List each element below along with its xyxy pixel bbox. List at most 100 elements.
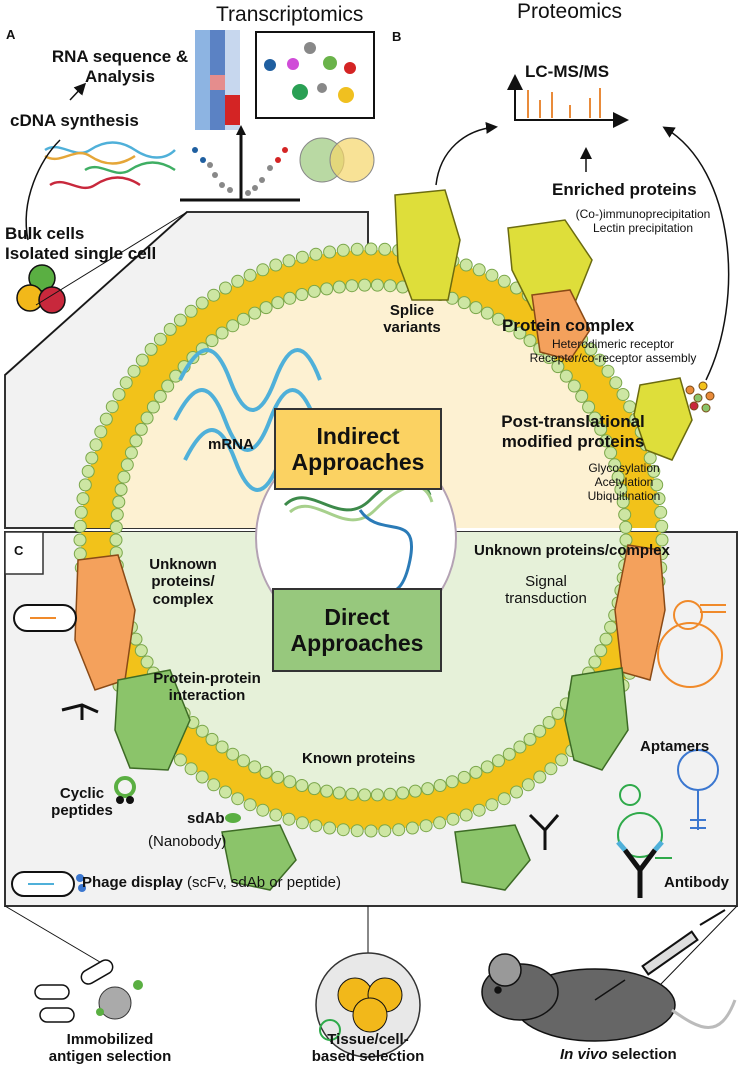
lipid-head: [117, 470, 131, 484]
lipid-head: [78, 478, 92, 492]
acetylation-label: Acetylation: [594, 474, 654, 489]
indirect-approaches-box: Indirect Approaches: [274, 408, 442, 490]
known-protein-right: [564, 667, 629, 771]
lipid-head: [237, 754, 250, 768]
signal-label: Signal transduction: [496, 573, 596, 608]
lipid-head: [226, 319, 240, 333]
lipid-head: [323, 245, 337, 259]
cells-to-cdna-curve: [25, 139, 61, 241]
lipid-head: [364, 242, 378, 256]
lipid-head: [309, 819, 323, 833]
bulk-cells-label: Bulk cells: [5, 224, 85, 243]
lipid-head: [480, 306, 494, 320]
lipid-head: [283, 291, 297, 305]
ppi-label: Protein-protein interaction: [132, 670, 282, 705]
lipid-head: [502, 747, 516, 761]
lipid-head: [358, 788, 372, 802]
lipid-head: [567, 379, 581, 393]
lipid-head: [542, 716, 556, 729]
phage-display-label: Phage display (scFv, sdAb or peptide): [82, 874, 341, 891]
lipid-head: [619, 520, 633, 534]
lipid-head: [408, 784, 422, 798]
lipid-head: [120, 458, 134, 472]
lipid-head: [112, 388, 126, 401]
lipid-head: [521, 778, 535, 792]
immobilized-antigen-icon: [34, 959, 143, 1023]
lipid-head: [332, 786, 346, 800]
coip-label: (Co-)immunoprecipitation: [575, 207, 711, 221]
lipid-head: [134, 644, 148, 658]
lipid-head: [594, 644, 608, 658]
lipid-head: [219, 281, 232, 295]
immobilized-label: Immobilized antigen selection: [20, 1031, 200, 1066]
lipid-head: [309, 247, 323, 261]
cdna-label: cDNA synthesis: [10, 111, 139, 130]
splice-label: Splice variants: [376, 302, 448, 337]
lipid-head: [370, 278, 384, 292]
signal-line-1: Signal: [525, 573, 567, 590]
immobilized-line-2: antigen selection: [48, 1048, 172, 1066]
mass-spec-peaks: [527, 88, 601, 118]
aptamer-green: [617, 784, 672, 859]
lipid-head: [140, 411, 154, 425]
lipid-head: [271, 296, 285, 310]
lipid-head: [623, 400, 637, 414]
lipid-head: [457, 296, 471, 310]
sdab-label: sdAb: [187, 810, 225, 827]
lipid-head: [383, 279, 397, 293]
phage-icon-top: [13, 604, 77, 632]
complex-types: Heterodimeric receptor Receptor/co-recep…: [508, 337, 718, 366]
lipid-head: [619, 533, 633, 547]
lipid-head: [109, 533, 123, 547]
lipid-head: [614, 483, 628, 496]
tissue-line-1: Tissue/cell-: [327, 1031, 409, 1048]
lipid-head: [336, 823, 350, 837]
enriched-methods: (Co-)immunoprecipitation Lectin precipit…: [568, 207, 718, 236]
lipid-head: [358, 278, 372, 292]
lipid-head: [119, 376, 133, 390]
splice-line-1: Splice: [389, 302, 435, 319]
lipid-head: [153, 332, 167, 346]
lipid-head: [350, 824, 364, 838]
syringe-icon: [594, 909, 726, 1001]
lipid-head: [282, 254, 296, 268]
lipid-head: [243, 268, 257, 282]
lipid-head: [513, 326, 527, 340]
lipid-head: [599, 434, 613, 448]
lipid-head: [153, 389, 167, 403]
lipid-head: [73, 519, 87, 533]
lipid-head: [609, 376, 623, 390]
lipid-head: [405, 821, 419, 835]
lipid-head: [445, 775, 459, 789]
ptm-line-1: Post-translational: [501, 412, 645, 431]
unknown-right-label: Unknown proteins/complex: [474, 542, 670, 559]
nanobody-label: (Nanobody): [148, 833, 227, 850]
cells-label: Bulk cells Isolated single cell: [5, 224, 156, 263]
aptamer-blue: [677, 749, 719, 830]
phage-icon-legend: [11, 871, 86, 897]
lipid-head: [378, 242, 392, 256]
glycosylation-label: Glycosylation: [588, 461, 660, 475]
lipid-head: [608, 458, 622, 472]
lipid-head: [129, 434, 143, 448]
lipid-head: [231, 792, 245, 806]
lipid-head: [205, 334, 219, 348]
lipid-head: [383, 787, 397, 801]
lipid-head: [124, 446, 138, 460]
lipid-head: [134, 422, 148, 436]
lipid-head: [459, 808, 473, 822]
venn-icon: [299, 137, 375, 183]
known-protein-left: [114, 669, 191, 771]
lipid-head: [320, 282, 334, 296]
lipid-head: [378, 824, 392, 838]
phage-display-bold: Phage display: [82, 874, 183, 891]
lipid-head: [480, 760, 494, 774]
lipid-head: [601, 364, 615, 378]
lipid-head: [320, 784, 334, 798]
panel-c-tab: [4, 531, 44, 575]
lectin-label: Lectin precipitation: [592, 220, 694, 235]
direct-approaches-box: Direct Approaches: [272, 588, 442, 672]
rna-seq-line-2: Analysis: [85, 66, 155, 86]
lipid-head: [163, 322, 177, 336]
